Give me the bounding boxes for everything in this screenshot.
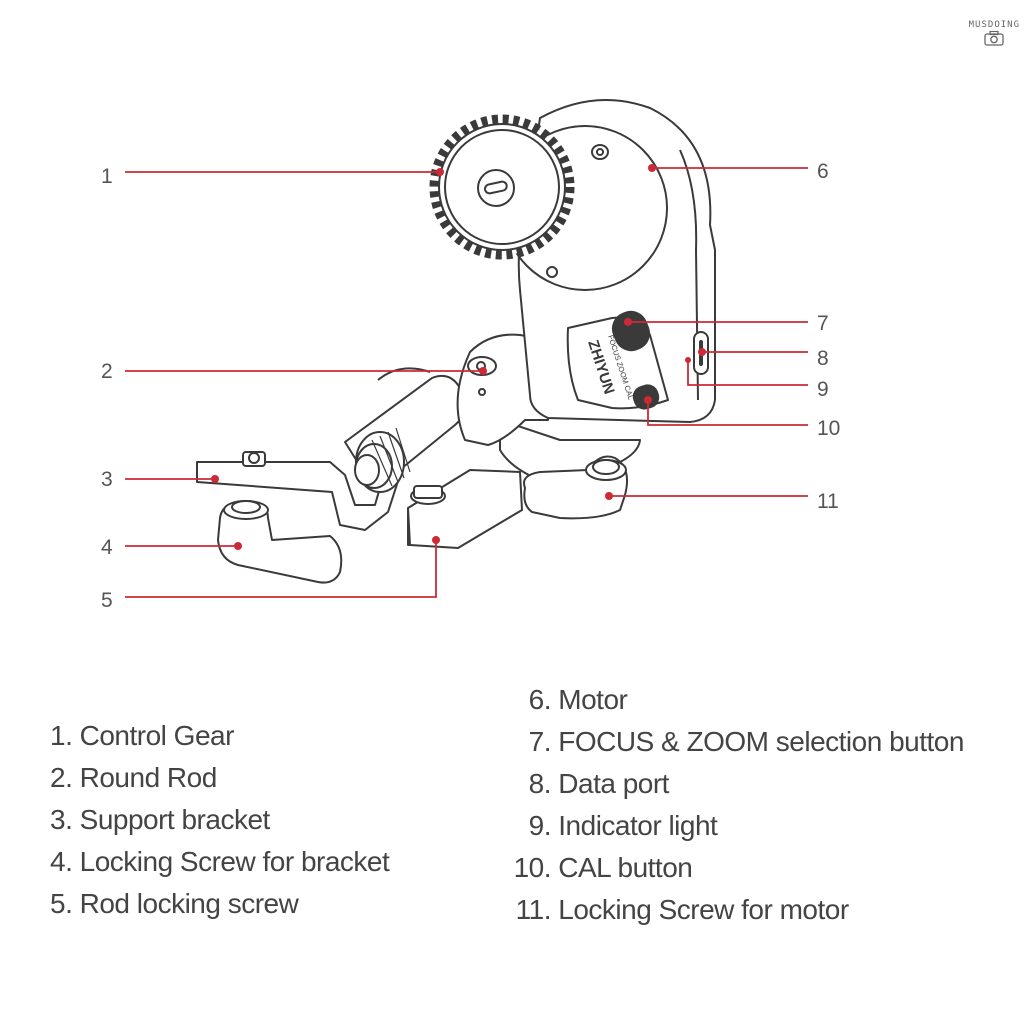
leader-dot-7 (624, 318, 632, 326)
leader-dot-4 (234, 542, 242, 550)
legend-item-indicator-light: 9. Indicator light (528, 810, 718, 841)
callout-10: 10 (817, 417, 841, 440)
legend-left-column: 1. Control Gear 2. Round Rod 3. Support … (50, 715, 390, 925)
leader-dot-2 (479, 367, 487, 375)
legend-item-bracket-locking-screw: 4. Locking Screw for bracket (50, 846, 390, 877)
leader-line-10 (647, 400, 808, 426)
callout-11: 11 (817, 490, 839, 513)
leader-dot-3 (211, 475, 219, 483)
legend-item-motor-locking-screw: 11. Locking Screw for motor (515, 894, 850, 925)
motor-locking-screw (523, 455, 628, 520)
callout-5: 5 (101, 589, 113, 612)
legend-item-control-gear: 1. Control Gear (50, 720, 234, 751)
watermark: MUSDOING (969, 20, 1020, 51)
leader-dot-1 (436, 168, 444, 176)
round-rod (344, 367, 466, 493)
bracket-locking-screw (217, 500, 343, 584)
leader-line-9 (687, 360, 808, 386)
leader-dot-6 (648, 164, 656, 172)
control-gear (429, 114, 575, 260)
callout-9: 9 (817, 378, 829, 401)
legend-item-rod-locking-screw: 5. Rod locking screw (50, 888, 299, 919)
legend-right-column: 6. Motor 7. FOCUS & ZOOM selection butto… (505, 679, 965, 931)
legend-item-support-bracket: 3. Support bracket (50, 804, 270, 835)
focus-motor-diagram: ZHIYUN FOCUS ZOOM CAL (125, 99, 808, 598)
callout-6: 6 (817, 160, 829, 183)
callout-1: 1 (101, 165, 113, 188)
camera-icon (984, 30, 1004, 46)
callout-4: 4 (101, 536, 113, 559)
rod-locking-screw (407, 469, 523, 549)
leader-dot-8 (698, 348, 706, 356)
legend-item-data-port: 8. Data port (528, 768, 670, 799)
legend-item-focus-zoom-button: 7. FOCUS & ZOOM selection button (528, 726, 965, 757)
leader-dot-10 (644, 396, 652, 404)
legend-item-round-rod: 2. Round Rod (50, 762, 217, 793)
watermark-brand: MUSDOING (968, 20, 1020, 30)
leader-line-5 (125, 540, 437, 598)
leader-dot-11 (605, 492, 613, 500)
legend-item-cal-button: 10. CAL button (513, 852, 693, 883)
legend-item-motor: 6. Motor (528, 684, 628, 715)
leader-dot-5 (432, 536, 440, 544)
callout-7: 7 (817, 312, 829, 335)
callout-2: 2 (101, 360, 113, 383)
callout-3: 3 (101, 468, 113, 491)
callout-8: 8 (817, 347, 829, 370)
